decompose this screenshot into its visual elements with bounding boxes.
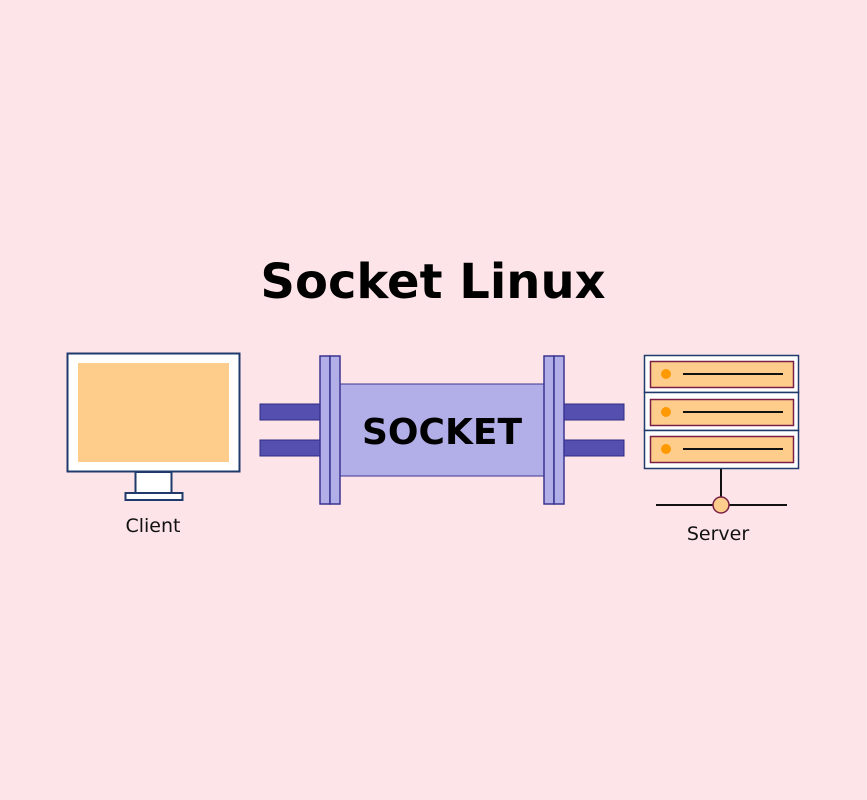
client-monitor-icon bbox=[66, 352, 241, 501]
server-rack-icon bbox=[643, 354, 800, 514]
diagram-title: Socket Linux bbox=[260, 254, 605, 310]
client-label: Client bbox=[125, 515, 180, 537]
server-label: Server bbox=[687, 523, 749, 545]
socket-pipe-icon bbox=[259, 355, 625, 505]
socket-label: SOCKET bbox=[362, 412, 522, 453]
